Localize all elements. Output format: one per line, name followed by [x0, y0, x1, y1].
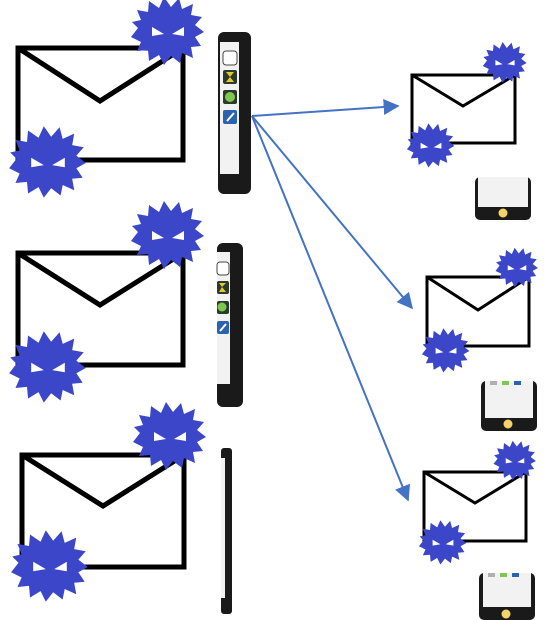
left-group-3 — [11, 402, 232, 614]
virus-monster-icon — [9, 126, 86, 198]
home-button — [501, 609, 511, 619]
right-group-3 — [418, 440, 536, 620]
envelope-flap — [426, 275, 530, 312]
envelope-flap — [16, 45, 185, 104]
virus-monster-icon — [482, 42, 527, 83]
envelope-icon — [19, 452, 187, 570]
virus-monster-icon — [495, 247, 538, 288]
virus-monster-icon — [493, 440, 536, 481]
envelope-flap — [20, 452, 186, 509]
envelope-icon — [425, 275, 531, 348]
virus-monster-icon — [133, 402, 206, 470]
right-group-1 — [406, 42, 531, 220]
app-blank-icon — [222, 50, 238, 66]
envelope-icon — [422, 470, 528, 543]
envelope-icon — [15, 45, 186, 163]
home-button — [498, 208, 508, 218]
virus-monster-icon — [131, 201, 204, 269]
envelope-flap — [411, 73, 516, 108]
virus-monster-icon — [131, 0, 204, 65]
smartphone-icon — [218, 32, 251, 194]
smartphone-icon — [221, 448, 232, 614]
virus-monster-icon — [421, 328, 470, 373]
app-blank-icon — [216, 261, 230, 276]
left-group-1 — [9, 0, 251, 198]
virus-monster-icon — [418, 520, 467, 565]
arrow-icon — [251, 99, 400, 117]
envelope-icon — [410, 73, 517, 145]
arrows — [251, 99, 414, 502]
smartphone-icon — [475, 177, 531, 220]
home-button — [503, 419, 513, 429]
envelope-flap — [423, 470, 527, 505]
smartphone-icon — [481, 381, 537, 431]
app-hourglass-icon — [223, 70, 237, 84]
app-hourglass-icon — [217, 281, 229, 294]
envelope-flap — [16, 250, 185, 308]
virus-monster-icon — [406, 123, 455, 168]
virus-monster-icon — [9, 331, 86, 403]
right-group-2 — [421, 247, 538, 431]
left-group-2 — [9, 201, 243, 407]
arrow-icon — [251, 115, 414, 310]
smartphone-icon — [479, 573, 535, 620]
envelope-icon — [15, 250, 186, 368]
arrow-icon — [251, 115, 410, 502]
smartphone-icon — [216, 243, 243, 407]
